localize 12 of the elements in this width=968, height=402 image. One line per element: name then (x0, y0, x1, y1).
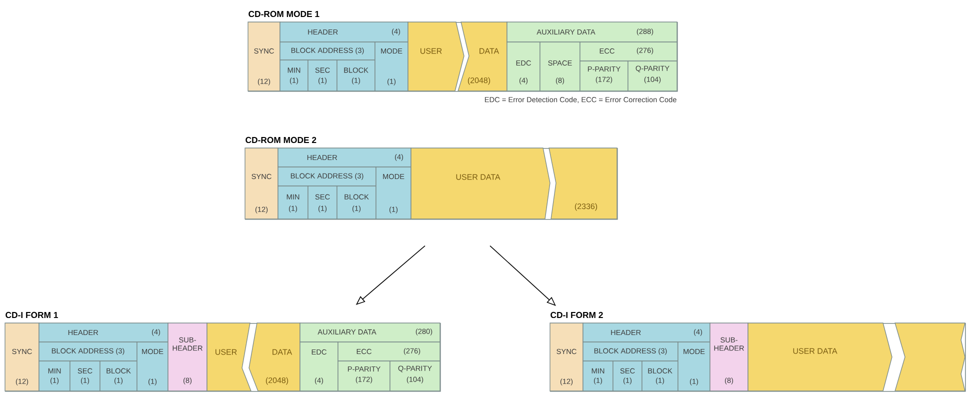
node-label: CD-ROM MODE 2 (246, 136, 316, 144)
node-label: CD-ROM MODE 1 (248, 10, 320, 18)
data-block: USER (206, 322, 252, 392)
data-block: USER DATA (748, 322, 892, 392)
data-block: DATA (2048) (458, 22, 508, 92)
arrow (490, 245, 556, 306)
data-block: DATA (2048) (248, 322, 300, 392)
data-block: (2336) (548, 148, 618, 220)
node-label: CD-I FORM 2 (550, 312, 603, 318)
data-block (894, 322, 966, 392)
node-label: CD-I FORM 1 (6, 312, 58, 318)
data-block: USER (408, 22, 464, 92)
